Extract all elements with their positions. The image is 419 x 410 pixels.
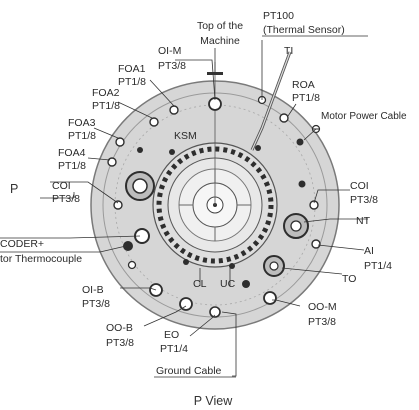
label-motor-thermocouple: tor Thermocouple <box>0 253 82 265</box>
label-oib-sub: PT3/8 <box>82 298 110 310</box>
label-foa4: FOA4 <box>58 147 86 159</box>
machine-body <box>90 51 340 330</box>
coupling-right-core <box>290 220 302 232</box>
leader-lines <box>0 40 368 377</box>
label-eo-sub: PT1/4 <box>160 343 188 355</box>
fitting-coi-left <box>113 200 123 210</box>
label-encoder: CODER+ <box>0 238 44 250</box>
label-motor-power-cable: Motor Power Cable <box>321 111 407 122</box>
fitting-oom <box>263 291 277 305</box>
label-foa2-sub: PT1/8 <box>92 100 120 112</box>
fitting-eo <box>209 306 221 318</box>
coupling-left-core <box>132 178 148 194</box>
label-roa-sub: PT1/8 <box>292 92 320 104</box>
fitting-misc <box>169 149 175 155</box>
label-foa3-sub: PT1/8 <box>68 130 96 142</box>
label-foa2: FOA2 <box>92 87 120 99</box>
label-oim-sub: PT3/8 <box>158 60 186 72</box>
fitting-misc <box>127 260 137 270</box>
labels: Top of the Machine PT100 (Thermal Sensor… <box>0 10 407 408</box>
label-oim: OI-M <box>158 45 181 57</box>
fitting-power <box>296 138 304 146</box>
label-nt: NT <box>356 215 371 227</box>
label-p-marker: P <box>10 182 18 196</box>
fitting-coi-right <box>309 200 319 210</box>
label-foa1: FOA1 <box>118 63 146 75</box>
ti-channel-inner <box>251 51 291 151</box>
label-roa: ROA <box>292 79 315 91</box>
view-title: P View <box>194 394 233 408</box>
label-uc: UC <box>220 278 236 290</box>
label-foa3: FOA3 <box>68 117 96 129</box>
label-ti: TI <box>284 45 293 57</box>
bolt-ring <box>156 146 274 264</box>
coupling-to-core <box>269 261 279 271</box>
label-eo: EO <box>164 329 179 341</box>
label-pt100: PT100 <box>263 10 294 22</box>
label-coi-left-sub: PT3/8 <box>52 193 80 205</box>
label-oib: OI-B <box>82 284 104 296</box>
label-top-of-machine: Top of the <box>197 20 243 32</box>
label-ai-sub: PT1/4 <box>364 260 392 272</box>
fitting-foa2 <box>149 117 159 127</box>
label-pt100-sub: (Thermal Sensor) <box>263 24 345 36</box>
label-cl: CL <box>193 278 207 290</box>
label-to: TO <box>342 273 356 285</box>
fitting-foa4 <box>107 157 117 167</box>
fitting-misc <box>229 263 235 269</box>
label-oob: OO-B <box>106 322 133 334</box>
label-foa4-sub: PT1/8 <box>58 160 86 172</box>
ports <box>107 95 321 318</box>
fitting-roa <box>279 113 289 123</box>
fitting-misc <box>242 280 250 288</box>
fitting-ai <box>311 239 321 249</box>
label-oom-sub: PT3/8 <box>308 316 336 328</box>
label-coi-left: COI <box>52 180 71 192</box>
label-foa1-sub: PT1/8 <box>118 76 146 88</box>
label-ksm: KSM <box>174 130 197 142</box>
fitting-foa3 <box>115 137 125 147</box>
fitting-misc <box>255 145 261 151</box>
label-coi-right: COI <box>350 180 369 192</box>
label-top-of-machine-2: Machine <box>200 35 240 47</box>
label-oom: OO-M <box>308 301 337 313</box>
top-marker <box>207 72 223 75</box>
label-ai: AI <box>364 245 374 257</box>
fitting-foa1 <box>169 105 179 115</box>
label-ground-cable: Ground Cable <box>156 365 222 377</box>
fitting-misc <box>137 147 143 153</box>
fitting-oob <box>179 297 193 311</box>
label-coi-right-sub: PT3/8 <box>350 194 378 206</box>
fitting-ground-b <box>123 241 133 251</box>
fitting-misc <box>183 259 189 265</box>
label-oob-sub: PT3/8 <box>106 337 134 349</box>
fitting-nt <box>298 180 306 188</box>
